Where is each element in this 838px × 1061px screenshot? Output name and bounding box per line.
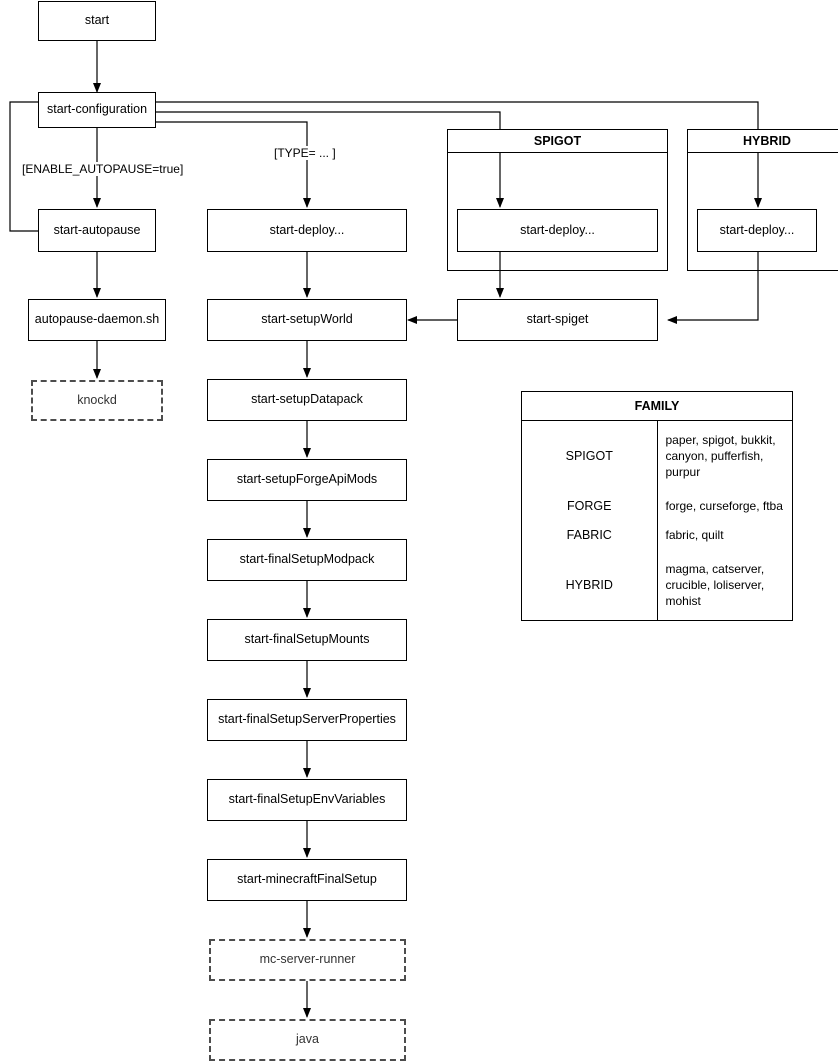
node-start-setupworld-label: start-setupWorld <box>261 312 353 327</box>
table-row: HYBRID magma, catserver, crucible, lolis… <box>522 550 792 620</box>
node-mc-server-runner[interactable]: mc-server-runner <box>209 939 406 981</box>
node-start[interactable]: start <box>38 1 156 41</box>
node-start-finalsetupserverproperties[interactable]: start-finalSetupServerProperties <box>207 699 407 741</box>
node-start-finalsetupserverproperties-label: start-finalSetupServerProperties <box>218 712 396 727</box>
node-start-finalsetupmodpack-label: start-finalSetupModpack <box>239 552 375 567</box>
node-knockd[interactable]: knockd <box>31 380 163 421</box>
node-start-deploy-spigot[interactable]: start-deploy... <box>457 209 658 252</box>
family-values-forge: forge, curseforge, ftba <box>665 498 783 513</box>
family-values-spigot: paper, spigot, bukkit, canyon, pufferfis… <box>665 432 776 479</box>
container-spigot-label: SPIGOT <box>533 134 582 148</box>
family-table: FAMILY SPIGOT paper, spigot, bukkit, can… <box>522 392 792 620</box>
table-row: FABRIC fabric, quilt <box>522 520 792 551</box>
family-table-body: SPIGOT paper, spigot, bukkit, canyon, pu… <box>522 420 792 620</box>
node-start-finalsetupmounts-label: start-finalSetupMounts <box>244 632 370 647</box>
node-start-finalsetupenvvariables[interactable]: start-finalSetupEnvVariables <box>207 779 407 821</box>
node-start-deploy-mid[interactable]: start-deploy... <box>207 209 407 252</box>
node-mc-server-runner-label: mc-server-runner <box>259 952 356 967</box>
family-key-fabric: FABRIC <box>522 520 658 551</box>
node-start-configuration-label: start-configuration <box>46 102 148 117</box>
node-start-label: start <box>84 13 110 28</box>
node-start-finalsetupenvvariables-label: start-finalSetupEnvVariables <box>228 792 386 807</box>
node-start-minecraftfinalsetup[interactable]: start-minecraftFinalSetup <box>207 859 407 901</box>
node-java[interactable]: java <box>209 1019 406 1061</box>
family-key-spigot: SPIGOT <box>522 420 658 491</box>
edge-label-enable-autopause: [ENABLE_AUTOPAUSE=true] <box>20 162 186 176</box>
node-start-spiget-label: start-spiget <box>526 312 589 327</box>
node-start-setupdatapack[interactable]: start-setupDatapack <box>207 379 407 421</box>
node-start-deploy-hybrid-label: start-deploy... <box>719 222 795 237</box>
edge-label-type-branch: [TYPE= ... ] <box>272 146 338 160</box>
family-values-hybrid: magma, catserver, crucible, loliserver, … <box>665 561 765 609</box>
table-row: SPIGOT paper, spigot, bukkit, canyon, pu… <box>522 420 792 491</box>
family-key-forge: FORGE <box>522 490 658 521</box>
node-autopause-daemon[interactable]: autopause-daemon.sh <box>28 299 166 341</box>
node-start-deploy-spigot-label: start-deploy... <box>520 222 595 237</box>
family-table-title: FAMILY <box>522 392 792 421</box>
container-hybrid-label: HYBRID <box>743 134 791 148</box>
node-start-setupworld[interactable]: start-setupWorld <box>207 299 407 341</box>
node-start-autopause-label: start-autopause <box>53 222 141 237</box>
container-spigot-header: SPIGOT <box>447 129 668 153</box>
table-row: FORGE forge, curseforge, ftba <box>522 490 792 521</box>
node-start-autopause[interactable]: start-autopause <box>38 209 156 252</box>
node-start-setupforgeapimods[interactable]: start-setupForgeApiMods <box>207 459 407 501</box>
container-hybrid-header: HYBRID <box>687 129 838 153</box>
node-autopause-daemon-label: autopause-daemon.sh <box>34 312 160 327</box>
node-start-finalsetupmounts[interactable]: start-finalSetupMounts <box>207 619 407 661</box>
node-start-setupdatapack-label: start-setupDatapack <box>251 392 363 407</box>
node-start-deploy-hybrid[interactable]: start-deploy... <box>697 209 817 252</box>
node-start-spiget[interactable]: start-spiget <box>457 299 658 341</box>
node-knockd-label: knockd <box>77 392 117 407</box>
family-legend-table: FAMILY SPIGOT paper, spigot, bukkit, can… <box>521 391 793 621</box>
node-start-minecraftfinalsetup-label: start-minecraftFinalSetup <box>237 872 377 887</box>
family-values-fabric: fabric, quilt <box>665 528 724 543</box>
node-java-label: java <box>296 1032 319 1047</box>
node-start-setupforgeapimods-label: start-setupForgeApiMods <box>236 472 378 487</box>
node-start-finalsetupmodpack[interactable]: start-finalSetupModpack <box>207 539 407 581</box>
node-start-configuration[interactable]: start-configuration <box>38 92 156 128</box>
family-key-hybrid: HYBRID <box>522 550 658 620</box>
node-start-deploy-mid-label: start-deploy... <box>269 222 345 237</box>
